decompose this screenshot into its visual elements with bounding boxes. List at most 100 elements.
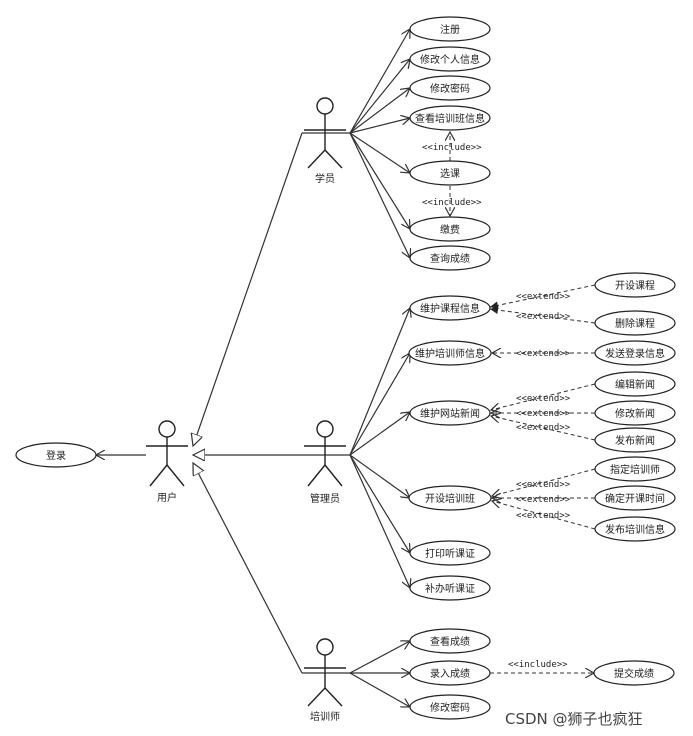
usecase-delete-course: 删除课程	[594, 310, 676, 336]
usecase-publish-class-info: 发布培训信息	[594, 516, 676, 542]
extend-label: <<extend>>	[516, 495, 571, 505]
svg-text:开设培训班: 开设培训班	[425, 492, 475, 505]
svg-text:发送登录信息: 发送登录信息	[605, 347, 665, 360]
usecase-enter-grades: 录入成绩	[409, 660, 491, 686]
assoc-change-pwd-trainer	[349, 672, 410, 707]
usecase-set-class-time: 确定开课时间	[594, 485, 676, 511]
svg-text:修改个人信息: 修改个人信息	[420, 53, 480, 66]
extend-open-course	[489, 284, 596, 310]
usecase-pay-fee: 缴费	[409, 216, 491, 242]
watermark: CSDN @狮子也疯狂	[505, 710, 643, 728]
usecase-publish-news: 发布新闻	[594, 427, 676, 453]
assoc-print-cert	[349, 454, 410, 553]
assoc-open-class	[349, 454, 410, 498]
usecase-view-class-info: 查看培训班信息	[409, 105, 491, 131]
usecase-submit-grades: 提交成绩	[593, 660, 675, 686]
assoc-select-course	[349, 132, 410, 173]
usecase-query-grades: 查询成绩	[409, 245, 491, 271]
usecase-change-password-trainer: 修改密码	[409, 694, 491, 720]
extend-publish-class-info	[492, 501, 596, 530]
assoc-view-grades	[349, 641, 410, 674]
svg-text:维护培训师信息: 维护培训师信息	[415, 347, 485, 360]
usecase-open-course: 开设课程	[594, 272, 676, 298]
actor-admin-label: 管理员	[310, 492, 340, 505]
usecase-assign-trainer: 指定培训师	[594, 456, 676, 482]
usecase-send-login-info: 发送登录信息	[594, 340, 676, 366]
svg-text:查看成绩: 查看成绩	[430, 635, 470, 648]
actor-admin: 管理员	[304, 420, 346, 505]
assoc-maintain-course	[349, 308, 410, 456]
usecase-register: 注册	[409, 16, 491, 42]
usecase-print-cert: 打印听课证	[409, 540, 491, 566]
assoc-query-grades	[349, 132, 410, 258]
svg-text:修改新闻: 修改新闻	[615, 407, 655, 420]
svg-text:编辑新闻: 编辑新闻	[615, 378, 655, 391]
include-label: <<include>>	[422, 198, 482, 208]
admin-associations	[349, 308, 410, 588]
actor-student: 学员	[304, 97, 346, 185]
extend-delete-course	[489, 306, 596, 324]
actor-user: 用户	[146, 420, 188, 504]
svg-text:录入成绩: 录入成绩	[430, 667, 470, 680]
svg-text:修改密码: 修改密码	[430, 701, 470, 714]
svg-text:查看培训班信息: 查看培训班信息	[415, 112, 485, 125]
extend-assign-trainer	[492, 468, 596, 496]
svg-text:删除课程: 删除课程	[615, 317, 655, 330]
svg-text:发布培训信息: 发布培训信息	[605, 523, 665, 536]
usecase-login: 登录	[15, 442, 97, 468]
extend-label: <<extend>>	[516, 423, 571, 433]
svg-text:维护网站新闻: 维护网站新闻	[420, 407, 480, 420]
usecase-edit-profile: 修改个人信息	[409, 46, 491, 72]
trainer-generalization	[193, 463, 303, 674]
svg-text:指定培训师: 指定培训师	[610, 463, 660, 476]
assoc-register	[349, 29, 410, 134]
usecase-maintain-course-info: 维护课程信息	[409, 295, 491, 321]
svg-text:修改密码: 修改密码	[430, 82, 470, 95]
extend-publish-news	[491, 416, 596, 441]
svg-text:提交成绩: 提交成绩	[614, 667, 654, 680]
dependencies	[450, 132, 596, 673]
svg-text:打印听课证: 打印听课证	[425, 547, 475, 560]
svg-text:发布新闻: 发布新闻	[615, 434, 655, 447]
usecase-modify-news: 修改新闻	[594, 400, 676, 426]
student-associations	[349, 29, 410, 258]
assoc-edit-profile	[349, 59, 410, 134]
extend-label: <<extend>>	[516, 292, 571, 302]
svg-text:补办听课证: 补办听课证	[425, 582, 475, 595]
actor-trainer: 培训师	[304, 638, 346, 723]
assoc-view-class-info	[349, 118, 410, 134]
usecase-maintain-trainer-info: 维护培训师信息	[408, 340, 492, 366]
extend-label: <<extend>>	[516, 511, 571, 521]
actor-student-label: 学员	[315, 172, 335, 185]
student-generalization	[193, 132, 303, 446]
usecase-select-course: 选课	[409, 160, 491, 186]
svg-text:维护课程信息: 维护课程信息	[420, 302, 480, 315]
include-label: <<include>>	[422, 143, 482, 153]
svg-text:查询成绩: 查询成绩	[430, 252, 470, 265]
svg-text:选课: 选课	[440, 167, 460, 180]
generalization-lines	[193, 132, 350, 674]
svg-text:缴费: 缴费	[440, 223, 460, 236]
usecase-open-class: 开设培训班	[408, 485, 492, 511]
usecase-maintain-site-news: 维护网站新闻	[409, 400, 491, 426]
stereotype-labels: <<include>> <<include>> <<extend>> <<ext…	[422, 143, 571, 670]
extend-label: <<extend>>	[516, 394, 571, 404]
extend-edit-news	[491, 383, 596, 410]
svg-text:确定开课时间: 确定开课时间	[605, 492, 665, 505]
svg-text:登录: 登录	[46, 449, 66, 462]
usecase-reissue-cert: 补办听课证	[409, 575, 491, 601]
svg-text:开设课程: 开设课程	[615, 280, 655, 292]
usecase-view-grades: 查看成绩	[409, 628, 491, 654]
extend-label: <<extend>>	[516, 312, 571, 322]
assoc-maintain-news	[349, 412, 410, 456]
extend-label: <<extend>>	[516, 349, 571, 359]
assoc-change-pwd-student	[349, 88, 410, 134]
usecase-change-password-student: 修改密码	[409, 75, 491, 101]
assoc-maintain-trainer	[349, 353, 410, 456]
extend-label: <<extend>>	[516, 409, 571, 419]
actor-trainer-label: 培训师	[310, 710, 340, 723]
actor-user-label: 用户	[157, 491, 177, 504]
assoc-pay-fee	[349, 132, 410, 229]
assoc-reissue-cert	[349, 454, 410, 588]
